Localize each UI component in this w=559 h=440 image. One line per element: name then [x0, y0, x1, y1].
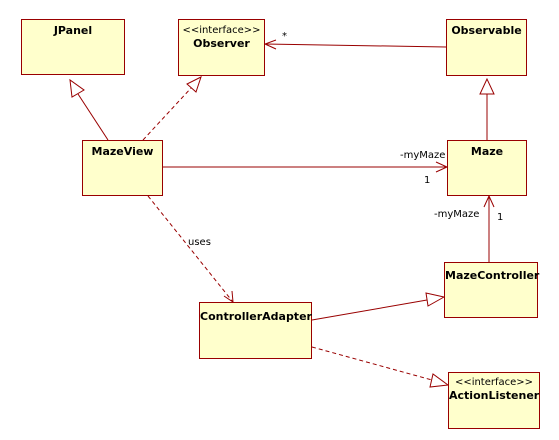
controlleradapter-implements-actionlistener	[311, 346, 450, 388]
actionlistener-interface[interactable]: <<interface>> ActionListener	[448, 372, 540, 429]
controller-to-maze-association: -myMaze 1	[434, 194, 503, 262]
actionlistener-interface-name: ActionListener	[449, 389, 540, 402]
uses-label: uses	[188, 237, 211, 248]
controller-role-label: -myMaze	[434, 209, 479, 220]
mazeview-class[interactable]: MazeView	[82, 140, 163, 196]
mazeview-implements-observer	[142, 76, 202, 141]
mazecontroller-class[interactable]: MazeController	[444, 262, 540, 318]
observer-interface[interactable]: <<interface>> Observer	[178, 19, 265, 76]
mazeview-multiplicity-label: 1	[424, 175, 430, 186]
jpanel-class[interactable]: JPanel	[21, 19, 125, 75]
controlleradapter-extends-mazecontroller	[311, 292, 446, 321]
jpanel-class-name: JPanel	[53, 24, 93, 37]
actionlistener-stereotype: <<interface>>	[454, 377, 534, 388]
observable-class-name: Observable	[451, 24, 522, 37]
observable-to-observer-association: *	[263, 31, 447, 50]
controller-multiplicity-label: 1	[497, 212, 503, 223]
mazeview-to-maze-association: -myMaze 1	[162, 150, 449, 186]
observer-interface-name: Observer	[193, 37, 250, 50]
controlleradapter-class[interactable]: ControllerAdapter	[199, 302, 312, 359]
maze-class-name: Maze	[470, 145, 504, 158]
mazecontroller-class-name: MazeController	[445, 269, 540, 282]
mazeview-role-label: -myMaze	[400, 150, 445, 161]
observer-multiplicity-label: *	[282, 31, 287, 42]
maze-extends-observable	[479, 77, 495, 140]
observable-class[interactable]: Observable	[446, 19, 527, 76]
controlleradapter-class-name: ControllerAdapter	[200, 310, 312, 323]
maze-class[interactable]: Maze	[447, 140, 527, 196]
mazeview-uses-controlleradapter: uses	[147, 195, 234, 303]
mazeview-extends-jpanel	[69, 78, 109, 141]
observer-stereotype: <<interface>>	[182, 25, 261, 36]
mazeview-class-name: MazeView	[91, 145, 154, 158]
